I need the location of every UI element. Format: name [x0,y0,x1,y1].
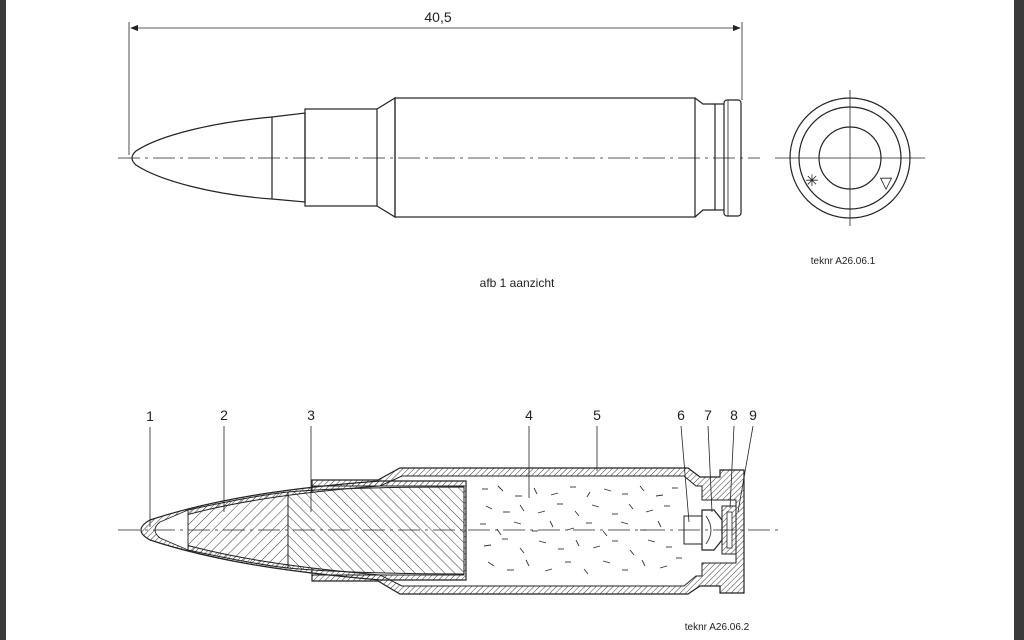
callout-1: 1 [146,408,154,424]
callout-4: 4 [525,407,533,423]
callout-3: 3 [307,407,315,423]
elevation-view: 40,5 [118,9,760,219]
leader-8 [729,425,735,509]
end-view: ✳ ▽ [775,90,925,226]
powder-charge [480,485,682,575]
case-shoulder [376,96,396,219]
callout-5: 5 [593,407,601,423]
bullet-shank [271,112,306,203]
triangle-mark-icon: ▽ [880,175,893,192]
callout-9: 9 [749,407,757,423]
extractor-groove [694,97,716,218]
leader-6 [680,425,690,523]
dimension-value: 40,5 [424,9,451,25]
section-view [118,467,780,595]
leader-7 [707,425,713,513]
callout-7: 7 [704,407,712,423]
lead-core [287,486,465,575]
case-neck [304,108,378,207]
callouts: 1 2 3 4 5 6 7 8 9 [146,407,757,527]
callout-2: 2 [220,407,228,423]
view-caption: afb 1 aanzicht [480,276,555,290]
drawing-number-1: teknr A26.06.1 [811,256,876,267]
star-mark-icon: ✳ [805,173,818,190]
drawing-number-2: teknr A26.06.2 [685,622,750,633]
case-body [394,97,696,218]
callout-8: 8 [730,407,738,423]
anvil-curve [705,515,712,545]
callout-6: 6 [677,407,685,423]
leader-9 [737,425,754,513]
